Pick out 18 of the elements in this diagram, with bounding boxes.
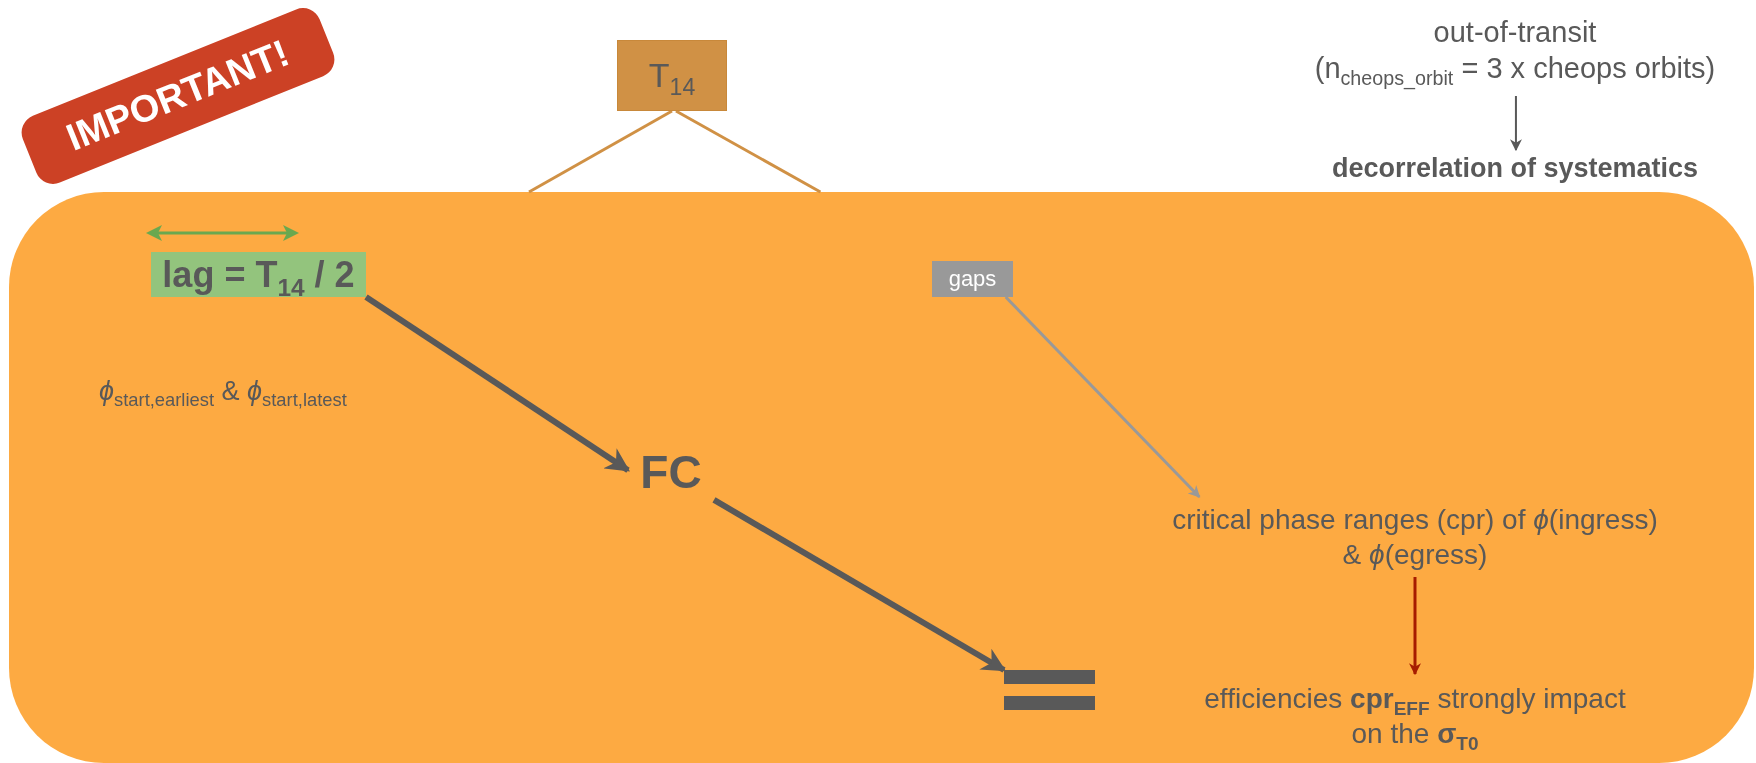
arrow bbox=[364, 294, 630, 473]
group-panel bbox=[9, 192, 1754, 763]
connector-line bbox=[675, 109, 822, 194]
arrow bbox=[1409, 577, 1421, 676]
annotation-text: decorrelation of systematics bbox=[1276, 150, 1754, 188]
equals-sign bbox=[1004, 670, 1095, 710]
heading-text: FC bbox=[628, 445, 714, 501]
description-text: critical phase ranges (cpr) of ϕ(ingress) & ϕ(egress) bbox=[1170, 497, 1660, 577]
connector-line bbox=[528, 109, 673, 194]
parameter-box: T$_{14}$ bbox=[617, 40, 727, 111]
formula-text: ϕ$_{start,earliest}$ & ϕ$_{start,latest}$ bbox=[99, 376, 347, 407]
formula-box: lag = T$_{14}$ / 2 bbox=[151, 252, 366, 297]
arrow bbox=[712, 497, 1007, 673]
description-text: efficiencies cpr$_{EFF}$ strongly impact on the σ$_{T0}$ bbox=[1150, 674, 1680, 758]
annotation-text: out-of-transit (n$_{cheops_orbit}$ = 3 x cheops orbits) bbox=[1274, 4, 1756, 96]
tag-box: gaps bbox=[932, 261, 1013, 297]
arrow bbox=[1004, 295, 1201, 499]
arrow bbox=[1509, 95, 1522, 152]
